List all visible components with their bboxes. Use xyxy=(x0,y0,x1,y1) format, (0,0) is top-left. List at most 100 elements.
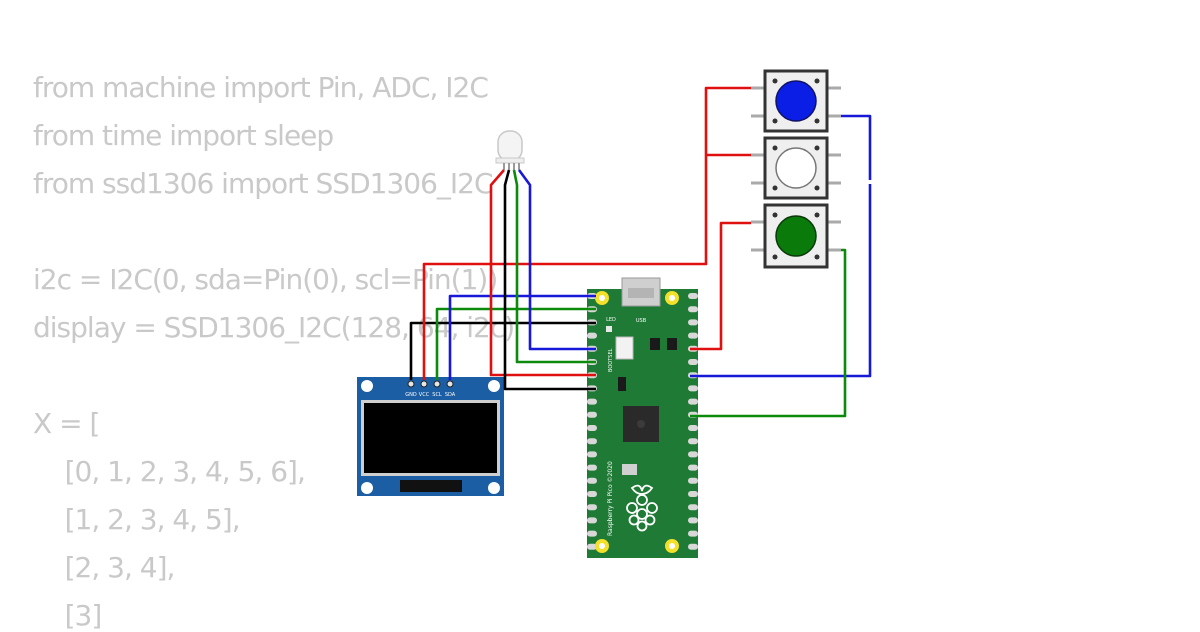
pico-header-pin[interactable] xyxy=(587,438,597,445)
pico-header-pin[interactable] xyxy=(688,306,698,313)
pico-header-pin[interactable] xyxy=(688,477,698,484)
wires xyxy=(409,86,872,418)
led-rim xyxy=(495,157,525,164)
button-corner xyxy=(814,212,820,218)
pico-header-pin[interactable] xyxy=(587,425,597,431)
mount-hole xyxy=(488,482,500,494)
led-label: LED xyxy=(606,317,616,323)
code-line-11: [2, 3, 4], xyxy=(33,551,176,584)
pico-header-pin[interactable] xyxy=(587,398,597,405)
code-line-5: i2c = I2C(0, sda=Pin(0), scl=Pin(1)) xyxy=(33,263,498,296)
oled-pin-vcc[interactable] xyxy=(420,380,428,388)
oled-pin-gnd[interactable] xyxy=(407,380,415,388)
code-line-3: from ssd1306 import SSD1306_I2C xyxy=(33,167,494,200)
bootsel-button[interactable] xyxy=(615,336,634,360)
wire-button-green-power[interactable] xyxy=(690,221,751,351)
wire-button-blue-signal[interactable] xyxy=(690,114,872,378)
button-corner xyxy=(814,254,820,260)
wire-oled-scl[interactable] xyxy=(435,307,596,380)
pico-header-pin[interactable] xyxy=(587,451,597,458)
pico-header-pin[interactable] xyxy=(688,543,698,550)
pico-header-pin[interactable] xyxy=(688,293,698,299)
button-cap-white[interactable] xyxy=(775,147,817,189)
button-cap-green[interactable] xyxy=(775,215,817,257)
pico-header-pin[interactable] xyxy=(587,517,597,524)
pico-mount-hole-center xyxy=(669,295,675,301)
crystal xyxy=(622,464,637,475)
oled-ribbon xyxy=(400,480,462,492)
wire-led-common[interactable] xyxy=(503,169,596,391)
mount-hole xyxy=(361,482,373,494)
button-corner xyxy=(772,145,778,151)
wire-oled-sda[interactable] xyxy=(448,294,596,380)
pico-header-pin[interactable] xyxy=(688,438,698,445)
code-line-12: [3] xyxy=(33,599,103,632)
wire-crossing-gap xyxy=(866,180,874,184)
pico-header-pin[interactable] xyxy=(688,398,698,405)
pico-header-pin[interactable] xyxy=(688,451,698,458)
oled-pin-label-sda: SDA xyxy=(445,392,456,398)
button-corner xyxy=(814,78,820,84)
raspberry-logo-icon xyxy=(626,484,658,532)
wire-oled-vcc[interactable] xyxy=(422,86,751,380)
pico-header-pin[interactable] xyxy=(587,504,597,511)
button-corner xyxy=(814,118,820,124)
code-line-10: [1, 2, 3, 4, 5], xyxy=(33,503,241,536)
rgb-led[interactable] xyxy=(495,130,525,170)
pico-header-pin[interactable] xyxy=(688,504,698,511)
chip xyxy=(650,338,660,350)
wire-oled-gnd[interactable] xyxy=(409,321,596,380)
mount-hole xyxy=(488,380,500,392)
pico-header-pin[interactable] xyxy=(688,491,698,497)
code-line-2: from time import sleep xyxy=(33,119,334,152)
pico-header-pin[interactable] xyxy=(587,332,597,339)
code-line-9: [0, 1, 2, 3, 4, 5, 6], xyxy=(33,455,306,488)
code-line-1: from machine import Pin, ADC, I2C xyxy=(33,71,489,104)
pico-mount-hole-center xyxy=(669,543,675,549)
pico-header-pin[interactable] xyxy=(587,491,597,497)
mount-hole xyxy=(361,380,373,392)
pico-header-pin[interactable] xyxy=(587,411,597,418)
button-corner xyxy=(772,254,778,260)
pico-header-pin[interactable] xyxy=(688,517,698,524)
oled-pin-label-scl: SCL xyxy=(432,392,442,398)
pico-header-pin[interactable] xyxy=(587,477,597,484)
pico-header-pin[interactable] xyxy=(587,464,597,471)
button-corner xyxy=(772,185,778,191)
usb-port xyxy=(628,288,654,298)
wire-button-green-signal[interactable] xyxy=(690,248,847,418)
oled-pin-label-vcc: VCC xyxy=(419,392,430,398)
pico-header-pin[interactable] xyxy=(688,530,698,537)
bootsel-label: BOOTSEL xyxy=(608,348,614,372)
oled-pin-scl[interactable] xyxy=(433,380,441,388)
rp2040-logo xyxy=(637,420,645,428)
wire-led-green[interactable] xyxy=(512,169,596,364)
pico-header-pin[interactable] xyxy=(587,530,597,537)
pico-mount-hole-center xyxy=(599,543,605,549)
pico-board-label: Raspberry Pi Pico ©2020 xyxy=(607,461,614,536)
oled-screen xyxy=(364,403,497,473)
oled-display[interactable]: GND VCC SCL SDA xyxy=(357,377,504,496)
pico-header-pin[interactable] xyxy=(688,464,698,471)
pushbutton-green[interactable] xyxy=(751,203,841,269)
button-corner xyxy=(772,212,778,218)
oled-pin-sda[interactable] xyxy=(446,380,454,388)
pico-header-pin[interactable] xyxy=(688,425,698,431)
pico-header-pin[interactable] xyxy=(688,332,698,339)
wire-led-red[interactable] xyxy=(489,169,596,377)
button-corner xyxy=(772,118,778,124)
pico-header-pin[interactable] xyxy=(688,359,698,365)
led-body xyxy=(497,130,523,162)
pico-header-pin[interactable] xyxy=(587,543,597,550)
chip xyxy=(618,377,626,391)
oled-pin-label-gnd: GND xyxy=(405,392,417,398)
pushbutton-white[interactable] xyxy=(751,136,841,200)
button-corner xyxy=(814,185,820,191)
pico-header-pin[interactable] xyxy=(688,385,698,392)
raspberry-pi-pico[interactable]: USB LED BOOTSEL Raspberry Pi Pico ©2020 xyxy=(587,277,698,558)
wire-led-blue[interactable] xyxy=(517,169,596,351)
pico-header-pin[interactable] xyxy=(688,319,698,326)
button-cap-blue[interactable] xyxy=(775,80,817,122)
pushbutton-blue[interactable] xyxy=(751,69,841,133)
